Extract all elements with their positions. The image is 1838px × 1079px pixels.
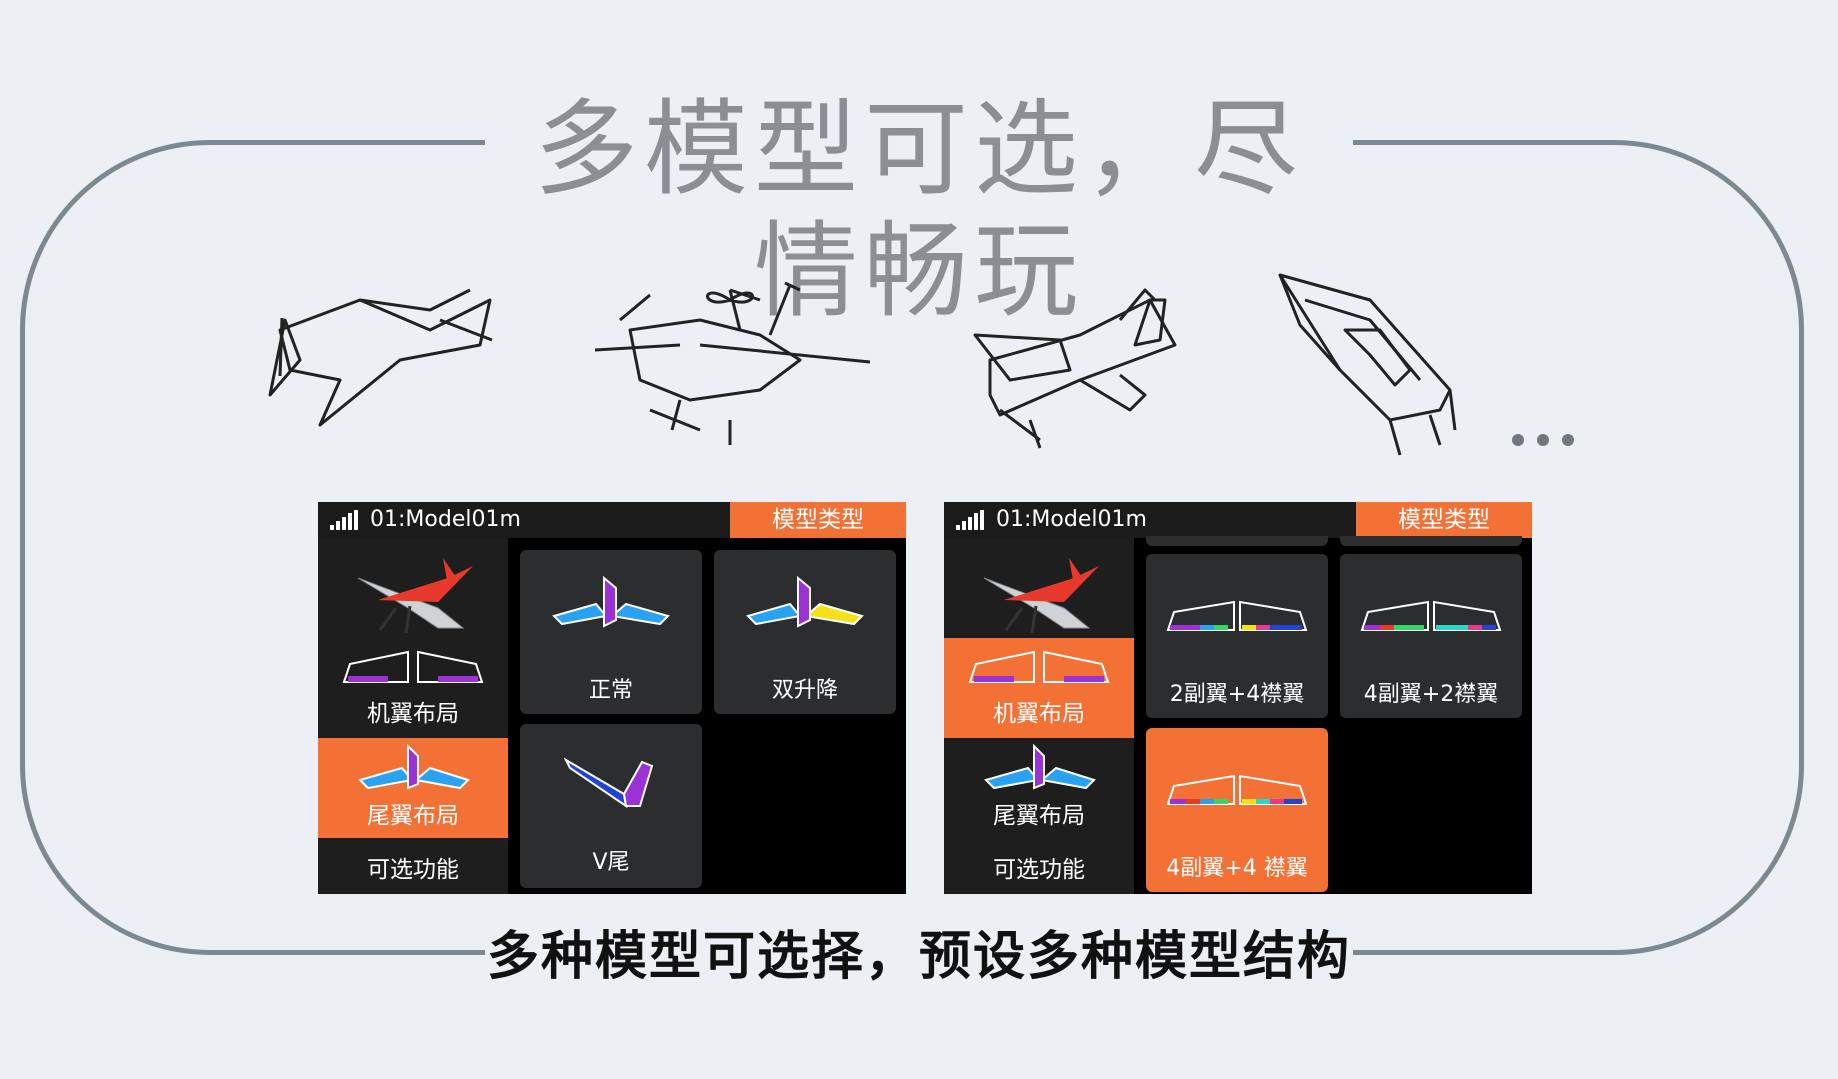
sidebar-item-label: 尾翼布局 (993, 803, 1085, 829)
tail-layout-screen: 01:Model01m 模型类型 机翼布局 (318, 502, 906, 894)
page-subtitle: 多种模型可选择，预设多种模型结构 (485, 922, 1353, 992)
airplane-photo-icon (983, 558, 1099, 634)
signal-icon (956, 510, 984, 530)
option-label: 双升降 (771, 678, 838, 703)
sidebar: 机翼布局 尾翼布局 可选功能 (318, 538, 508, 894)
signal-icon (330, 510, 358, 530)
sidebar-item-optional-functions[interactable]: 可选功能 (318, 838, 508, 894)
sidebar-item-wing-layout[interactable]: 机翼布局 (944, 638, 1134, 738)
model-name: 01:Model01m (996, 507, 1147, 532)
tab-model-type[interactable]: 模型类型 (730, 502, 906, 538)
ellipsis-icon (1512, 434, 1574, 446)
dual-elevator-icon (746, 575, 864, 628)
wing-layout-icon (968, 650, 1110, 683)
sidebar-item-label: 可选功能 (367, 857, 459, 883)
boat-icon (1278, 273, 1457, 456)
option-v-tail[interactable]: V尾 (520, 724, 702, 888)
sidebar-item-tail-layout[interactable]: 尾翼布局 (944, 738, 1134, 838)
model-name: 01:Model01m (370, 507, 521, 532)
option-label: 2副翼+4襟翼 (1169, 682, 1305, 707)
option-label: 4副翼+2襟翼 (1363, 682, 1499, 707)
option-label: V尾 (592, 850, 630, 875)
option-4ail-4flap[interactable]: 4副翼+4 襟翼 (1146, 728, 1328, 892)
sidebar-item-label: 机翼布局 (367, 701, 459, 727)
scrolled-tile-edge (1340, 536, 1522, 546)
quadcopter-icon (594, 281, 871, 445)
sidebar-item-tail-layout[interactable]: 尾翼布局 (318, 738, 508, 838)
status-bar: 01:Model01m 模型类型 (944, 502, 1532, 538)
option-4ail-2flap[interactable]: 4副翼+2襟翼 (1340, 554, 1522, 718)
option-2ail-4flap[interactable]: 2副翼+4襟翼 (1146, 554, 1328, 718)
page-title: 多模型可选，尽情畅玩 (485, 88, 1353, 332)
option-label: 正常 (588, 678, 633, 703)
sidebar-item-airplane[interactable] (318, 538, 508, 638)
sidebar-item-label: 机翼布局 (993, 701, 1085, 727)
wing-layout-screen: 01:Model01m 模型类型 机翼布局 (944, 502, 1532, 894)
tab-model-type[interactable]: 模型类型 (1356, 502, 1532, 538)
option-label: 4副翼+4 襟翼 (1166, 856, 1308, 881)
model-icons (268, 273, 1457, 456)
v-tail-icon (564, 757, 654, 809)
sidebar-item-label: 可选功能 (993, 857, 1085, 883)
scrolled-tile-edge (1146, 536, 1328, 546)
wing-2ail-4flap-icon (1166, 600, 1308, 631)
status-bar: 01:Model01m 模型类型 (318, 502, 906, 538)
normal-tail-icon (552, 575, 670, 628)
sidebar-item-airplane[interactable] (944, 538, 1134, 638)
wing-layout-icon (342, 650, 484, 683)
airplane-photo-icon (357, 558, 473, 634)
sidebar-item-wing-layout[interactable]: 机翼布局 (318, 638, 508, 738)
jet-plane-icon (268, 288, 493, 427)
aerobatic-plane-icon (973, 288, 1177, 449)
sidebar-item-optional-functions[interactable]: 可选功能 (944, 838, 1134, 894)
option-dual-elevator[interactable]: 双升降 (714, 550, 896, 714)
tail-layout-icon (358, 743, 470, 790)
wing-4ail-4flap-icon (1166, 774, 1308, 805)
tail-layout-icon (984, 743, 1096, 790)
option-normal-tail[interactable]: 正常 (520, 550, 702, 714)
sidebar: 机翼布局 尾翼布局 可选功能 (944, 538, 1134, 894)
wing-4ail-2flap-icon (1360, 600, 1502, 631)
sidebar-item-label: 尾翼布局 (367, 803, 459, 829)
